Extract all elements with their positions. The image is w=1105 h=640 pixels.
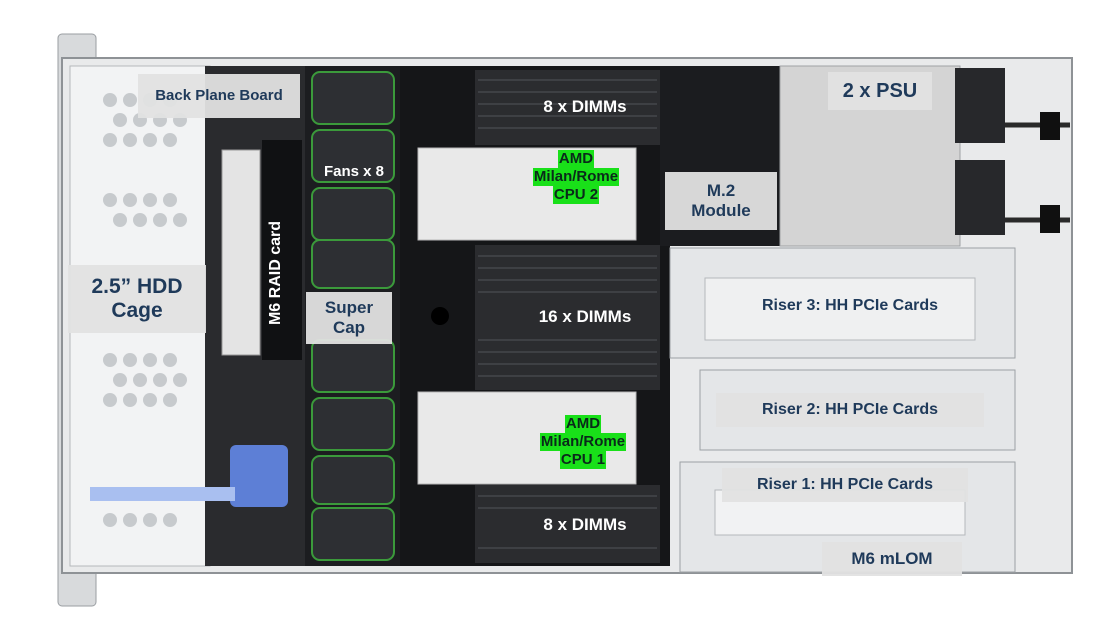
standoff — [431, 307, 449, 325]
riser-2-label: Riser 2: HH PCIe Cards — [716, 393, 984, 427]
blue-pull-tab — [230, 445, 288, 507]
cpu1-label: AMD Milan/Rome CPU 1 — [530, 415, 636, 469]
hdd-cage-label: 2.5” HDD Cage — [68, 265, 206, 333]
cpu2-label-line3: CPU 2 — [552, 186, 600, 204]
hdd-cage-vents — [103, 93, 187, 527]
psu-label: 2 x PSU — [828, 72, 932, 110]
dimms-top-label: 8 x DIMMs — [543, 97, 627, 117]
psu-2-latch-knob — [1040, 205, 1060, 233]
m2-module-label-line1: M.2 — [706, 181, 736, 201]
riser-1-label: Riser 1: HH PCIe Cards — [722, 468, 968, 502]
super-cap-label-line1: Super — [324, 298, 374, 318]
back-plane-board-label: Back Plane Board — [138, 74, 300, 118]
hdd-cage-label-line1: 2.5” HDD — [91, 274, 183, 298]
dimms-bottom-label: 8 x DIMMs — [543, 515, 627, 535]
cpu2-label-line1: AMD — [557, 150, 595, 168]
raid-card-label: M6 RAID card — [266, 220, 284, 326]
psu-2-handle — [955, 160, 1005, 235]
raid-card-board — [221, 149, 261, 356]
super-cap-label: Super Cap — [306, 292, 392, 344]
dimms-middle-label: 16 x DIMMs — [538, 307, 632, 327]
riser-3-bracket — [704, 277, 976, 341]
mlom-label: M6 mLOM — [822, 542, 962, 576]
fans-label: Fans x 8 — [323, 163, 385, 181]
cpu2-label: AMD Milan/Rome CPU 2 — [524, 150, 628, 204]
dimm-slot-lines — [478, 79, 657, 549]
raid-card-heatsink — [262, 140, 302, 360]
cpu1-label-line3: CPU 1 — [559, 451, 607, 469]
dimm-slots — [475, 70, 660, 563]
m2-module-label-line2: Module — [691, 201, 751, 220]
hdd-cage-label-line2: Cage — [111, 299, 163, 322]
m2-module-label: M.2 Module — [665, 172, 777, 230]
cpu2-heatsink — [417, 147, 637, 241]
psu-1-latch-knob — [1040, 112, 1060, 140]
super-cap-label-line2: Cap — [332, 318, 366, 337]
cpu2-label-line2: Milan/Rome — [532, 168, 620, 186]
cpu1-label-line1: AMD — [564, 415, 602, 433]
psu-1-handle — [955, 68, 1005, 143]
fan-modules — [311, 71, 395, 561]
blue-cable — [90, 487, 235, 501]
riser-3-label: Riser 3: HH PCIe Cards — [761, 296, 939, 314]
cpu1-label-line2: Milan/Rome — [539, 433, 627, 451]
